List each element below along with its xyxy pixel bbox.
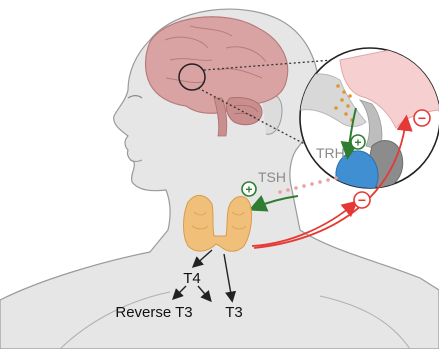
t3-label: T3 bbox=[225, 304, 243, 321]
svg-text:−: − bbox=[358, 192, 366, 208]
trh-label: TRH bbox=[316, 145, 345, 161]
svg-text:−: − bbox=[418, 110, 426, 126]
negative-feedback-icon: − bbox=[414, 110, 430, 126]
positive-feedback-icon: + bbox=[351, 135, 365, 150]
reverse-t3-label: Reverse T3 bbox=[115, 304, 192, 321]
svg-text:+: + bbox=[245, 183, 252, 197]
tsh-label: TSH bbox=[258, 169, 286, 185]
negative-feedback-icon: − bbox=[354, 192, 370, 208]
positive-feedback-icon: + bbox=[242, 182, 256, 197]
svg-text:+: + bbox=[354, 136, 361, 150]
t4-label: T4 bbox=[183, 270, 201, 287]
